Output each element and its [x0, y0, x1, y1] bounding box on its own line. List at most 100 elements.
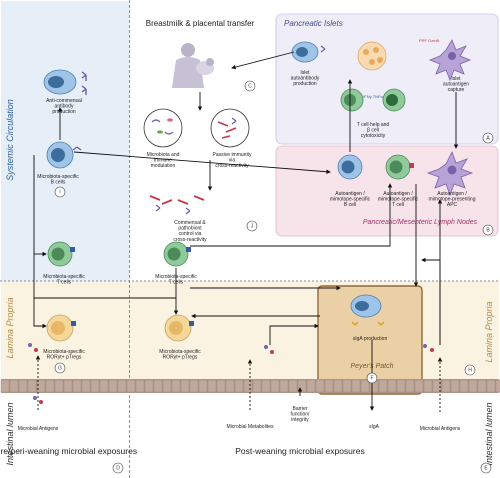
autoantigen-b-cell — [337, 154, 363, 180]
badge-letter: J — [251, 223, 254, 229]
pancreatic-islets-box — [275, 13, 499, 145]
epithelial-cell — [432, 379, 442, 393]
systemic-circulation-region — [1, 1, 129, 281]
epithelial-cell — [315, 379, 325, 393]
lamina-propria-title-left: Lamina Propria — [5, 297, 15, 358]
islet-cluster — [357, 41, 387, 71]
epithelial-cell — [0, 379, 10, 393]
prf-label: PRF GzmB — [419, 38, 440, 43]
badge-letter: A — [486, 135, 490, 141]
epithelial-cell — [396, 379, 406, 393]
epithelial-cell — [252, 379, 262, 393]
badge-a: A — [482, 132, 494, 144]
epithelial-cell — [360, 379, 370, 393]
post-weaning-label: Post-weaning microbial exposures — [235, 446, 364, 456]
epithelial-cell — [234, 379, 244, 393]
epithelial-cell — [162, 379, 172, 393]
epithelial-cell — [351, 379, 361, 393]
badge-letter: I — [59, 189, 60, 195]
epithelial-cell — [486, 379, 496, 393]
pre-weaning-label: Pre/peri-weaning microbial exposures — [0, 446, 137, 456]
epithelial-cell — [144, 379, 154, 393]
epithelial-cell — [297, 379, 307, 393]
peyers-patch-box — [317, 285, 423, 395]
epithelial-cell — [18, 379, 28, 393]
epithelial-cell — [135, 379, 145, 393]
epithelial-cell — [207, 379, 217, 393]
epithelial-cell — [324, 379, 334, 393]
badge-letter: F — [370, 375, 373, 381]
epithelial-cell — [153, 379, 163, 393]
epithelial-cell — [450, 379, 460, 393]
badge-c: C — [244, 80, 256, 92]
badge-d: D — [112, 462, 124, 474]
autoantigen-apc — [426, 150, 474, 197]
treg-cell-mid — [164, 314, 194, 342]
epithelial-cell — [279, 379, 289, 393]
passive-immunity-zoom-circle — [210, 108, 250, 148]
epithelium-cells — [0, 379, 500, 393]
epithelial-cell — [27, 379, 37, 393]
ifng-label: IFNγ TNFα — [363, 94, 383, 99]
epithelial-cell — [468, 379, 478, 393]
badge-letter: E — [484, 465, 488, 471]
islet-b-cell — [291, 41, 326, 63]
pancreatic-islets-title: Pancreatic Islets — [284, 19, 343, 28]
epithelial-cell — [180, 379, 190, 393]
lumen-microbes-left — [33, 396, 43, 404]
epithelial-cell — [423, 379, 433, 393]
microbe-dots — [28, 343, 434, 354]
siga-production-label: sIgA production — [353, 336, 388, 342]
intestinal-lumen-title-right: Intestinal lumen — [484, 402, 494, 465]
epithelial-cell — [225, 379, 235, 393]
lamina-propria-title-right: Lamina Propria — [484, 301, 494, 362]
epithelial-cell — [54, 379, 64, 393]
badge-j: J — [246, 220, 258, 232]
epithelial-cell — [189, 379, 199, 393]
epithelial-cell — [171, 379, 181, 393]
microbiota-zoom-circle — [143, 108, 183, 148]
epithelial-cell — [81, 379, 91, 393]
mother-infant-illustration — [172, 43, 214, 88]
islet-t-cell-pair — [340, 88, 406, 112]
epithelial-cell — [126, 379, 136, 393]
epithelial-cell — [261, 379, 271, 393]
commensal-control-illustration — [149, 195, 205, 215]
anti-commensal-b-cell — [43, 69, 87, 95]
systemic-circulation-title: Systemic Circulation — [5, 99, 15, 181]
badge-layer: A B C D E F G H I J — [54, 80, 494, 474]
epithelial-cell — [45, 379, 55, 393]
breastmilk-title: Breastmilk & placental transfer — [146, 19, 255, 28]
microbial-antigens-right-label: Microbial Antigens — [420, 426, 461, 432]
badge-h: H — [464, 364, 476, 376]
islet-apc — [428, 39, 472, 82]
intestinal-lumen-title-left: Intestinal lumen — [5, 402, 15, 465]
microbial-antigens-left-label: Microbial Antigens — [18, 426, 59, 432]
epithelial-cell — [99, 379, 109, 393]
badge-b: B — [482, 224, 494, 236]
microbiota-t-cell-mid — [163, 241, 191, 267]
epithelial-cell — [459, 379, 469, 393]
peyers-patch-b-cell — [350, 294, 385, 326]
epithelial-cell — [63, 379, 73, 393]
badge-e: E — [480, 462, 492, 474]
microbiota-t-cell-left — [47, 241, 75, 267]
flow-arrows — [33, 51, 459, 411]
epithelial-cell — [36, 379, 46, 393]
dashed-arrows — [35, 355, 443, 412]
epithelial-cell — [198, 379, 208, 393]
badge-g: G — [54, 362, 66, 374]
siga-label: sIgA — [369, 424, 380, 430]
